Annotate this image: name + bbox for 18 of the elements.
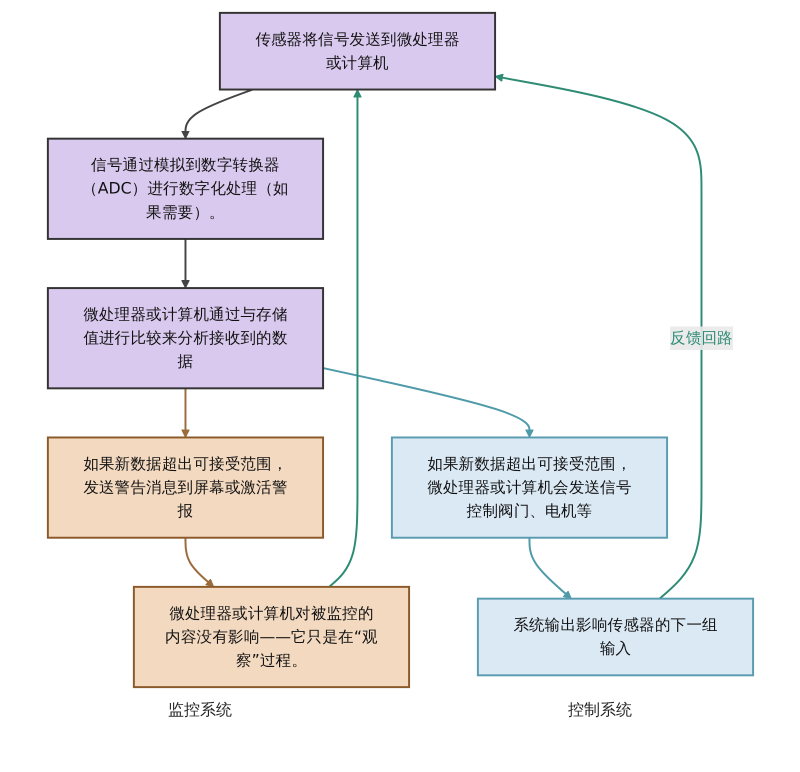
edge-label: 反馈回路 (670, 328, 732, 348)
system-label: 监控系统 (168, 700, 232, 721)
arrow (180, 388, 190, 438)
system-label: 控制系统 (568, 700, 632, 721)
arrow (180, 238, 190, 288)
arrow (322, 367, 534, 438)
arrow (184, 538, 214, 588)
node-box: 信号通过模拟到数字转换器（ADC）进行数字化处理（如果需要）。 (46, 138, 324, 240)
node-box: 如果新数据超出可接受范围，发送警告消息到屏幕或激活警报 (46, 436, 324, 539)
node-box: 如果新数据超出可接受范围，微处理器或计算机会发送信号控制阀门、电机等 (390, 436, 668, 539)
arrow (528, 538, 572, 600)
node-box: 微处理器或计算机通过与存储值进行比较来分析接收到的数据 (46, 287, 324, 390)
node-box: 传感器将信号发送到微处理器或计算机 (218, 12, 496, 91)
node-box: 微处理器或计算机对被监控的内容没有影响——它只是在“观察”过程。 (132, 586, 410, 688)
node-box: 系统输出影响传感器的下一组输入 (476, 598, 754, 676)
arrow (494, 74, 702, 600)
arrow (328, 89, 362, 588)
arrow (180, 88, 253, 140)
